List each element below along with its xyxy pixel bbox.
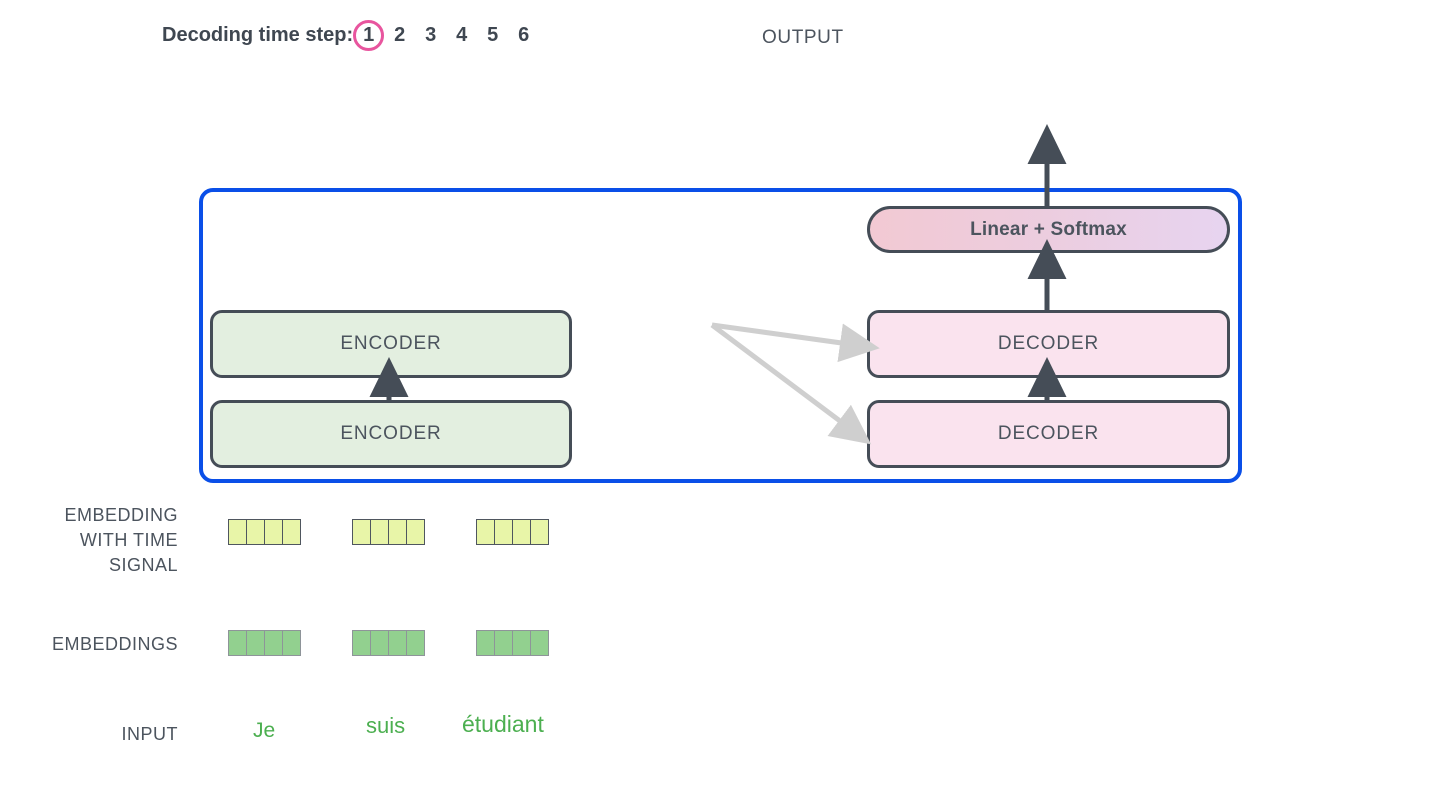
time-signal-vector-suis (352, 519, 425, 545)
encoder-block-top[interactable]: ENCODER (210, 310, 572, 378)
time-signal-vector-etudiant (476, 519, 549, 545)
vector-cell (352, 630, 371, 656)
row-label-line-3: SIGNAL (108, 555, 178, 575)
time-step-5[interactable]: 5 (487, 24, 499, 46)
vector-cell (512, 519, 531, 545)
row-label-embeddings: EMBEDDINGS (51, 634, 178, 654)
vector-cell (512, 630, 531, 656)
vector-cell (530, 519, 549, 545)
vector-cell (406, 519, 425, 545)
vector-cell (388, 630, 407, 656)
time-step-4[interactable]: 4 (456, 24, 468, 46)
vector-cell (494, 519, 513, 545)
decoding-time-step-row: Decoding time step: 1 2 3 4 5 6 (162, 20, 539, 51)
row-label-line-1: EMBEDDING (64, 505, 178, 525)
time-signal-vector-je (228, 519, 301, 545)
vector-cell (494, 630, 513, 656)
model-container (199, 188, 1242, 483)
vector-cell (246, 519, 265, 545)
vector-cell (282, 630, 301, 656)
vector-cell (264, 630, 283, 656)
decoder-block-bottom[interactable]: DECODER (867, 400, 1230, 468)
input-word-etudiant: étudiant (462, 711, 544, 737)
input-word-je: Je (253, 719, 276, 742)
row-label-line-2: WITH TIME (79, 530, 178, 550)
vector-cell (370, 519, 389, 545)
vector-cell (476, 630, 495, 656)
vector-cell (388, 519, 407, 545)
time-step-3[interactable]: 3 (425, 24, 437, 46)
vector-cell (530, 630, 549, 656)
linear-softmax-block[interactable]: Linear + Softmax (867, 206, 1230, 253)
decoding-time-step-label: Decoding time step: (162, 24, 354, 46)
vector-cell (264, 519, 283, 545)
input-word-suis: suis (366, 713, 406, 738)
row-label-embedding-with-time-signal: EMBEDDING WITH TIME SIGNAL (0, 503, 178, 578)
time-step-1[interactable]: 1 (353, 20, 385, 51)
vector-cell (246, 630, 265, 656)
vector-cell (228, 519, 247, 545)
vector-cell (352, 519, 371, 545)
vector-cell (406, 630, 425, 656)
embedding-vector-suis (352, 630, 425, 656)
embedding-vector-je (228, 630, 301, 656)
vector-cell (228, 630, 247, 656)
decoder-block-top[interactable]: DECODER (867, 310, 1230, 378)
time-step-2[interactable]: 2 (394, 24, 406, 46)
vector-cell (282, 519, 301, 545)
row-label-input: INPUT (121, 724, 178, 744)
vector-cell (476, 519, 495, 545)
time-step-6[interactable]: 6 (518, 24, 530, 46)
vector-cell (370, 630, 389, 656)
embedding-vector-etudiant (476, 630, 549, 656)
output-label: OUTPUT (762, 27, 844, 48)
encoder-block-bottom[interactable]: ENCODER (210, 400, 572, 468)
